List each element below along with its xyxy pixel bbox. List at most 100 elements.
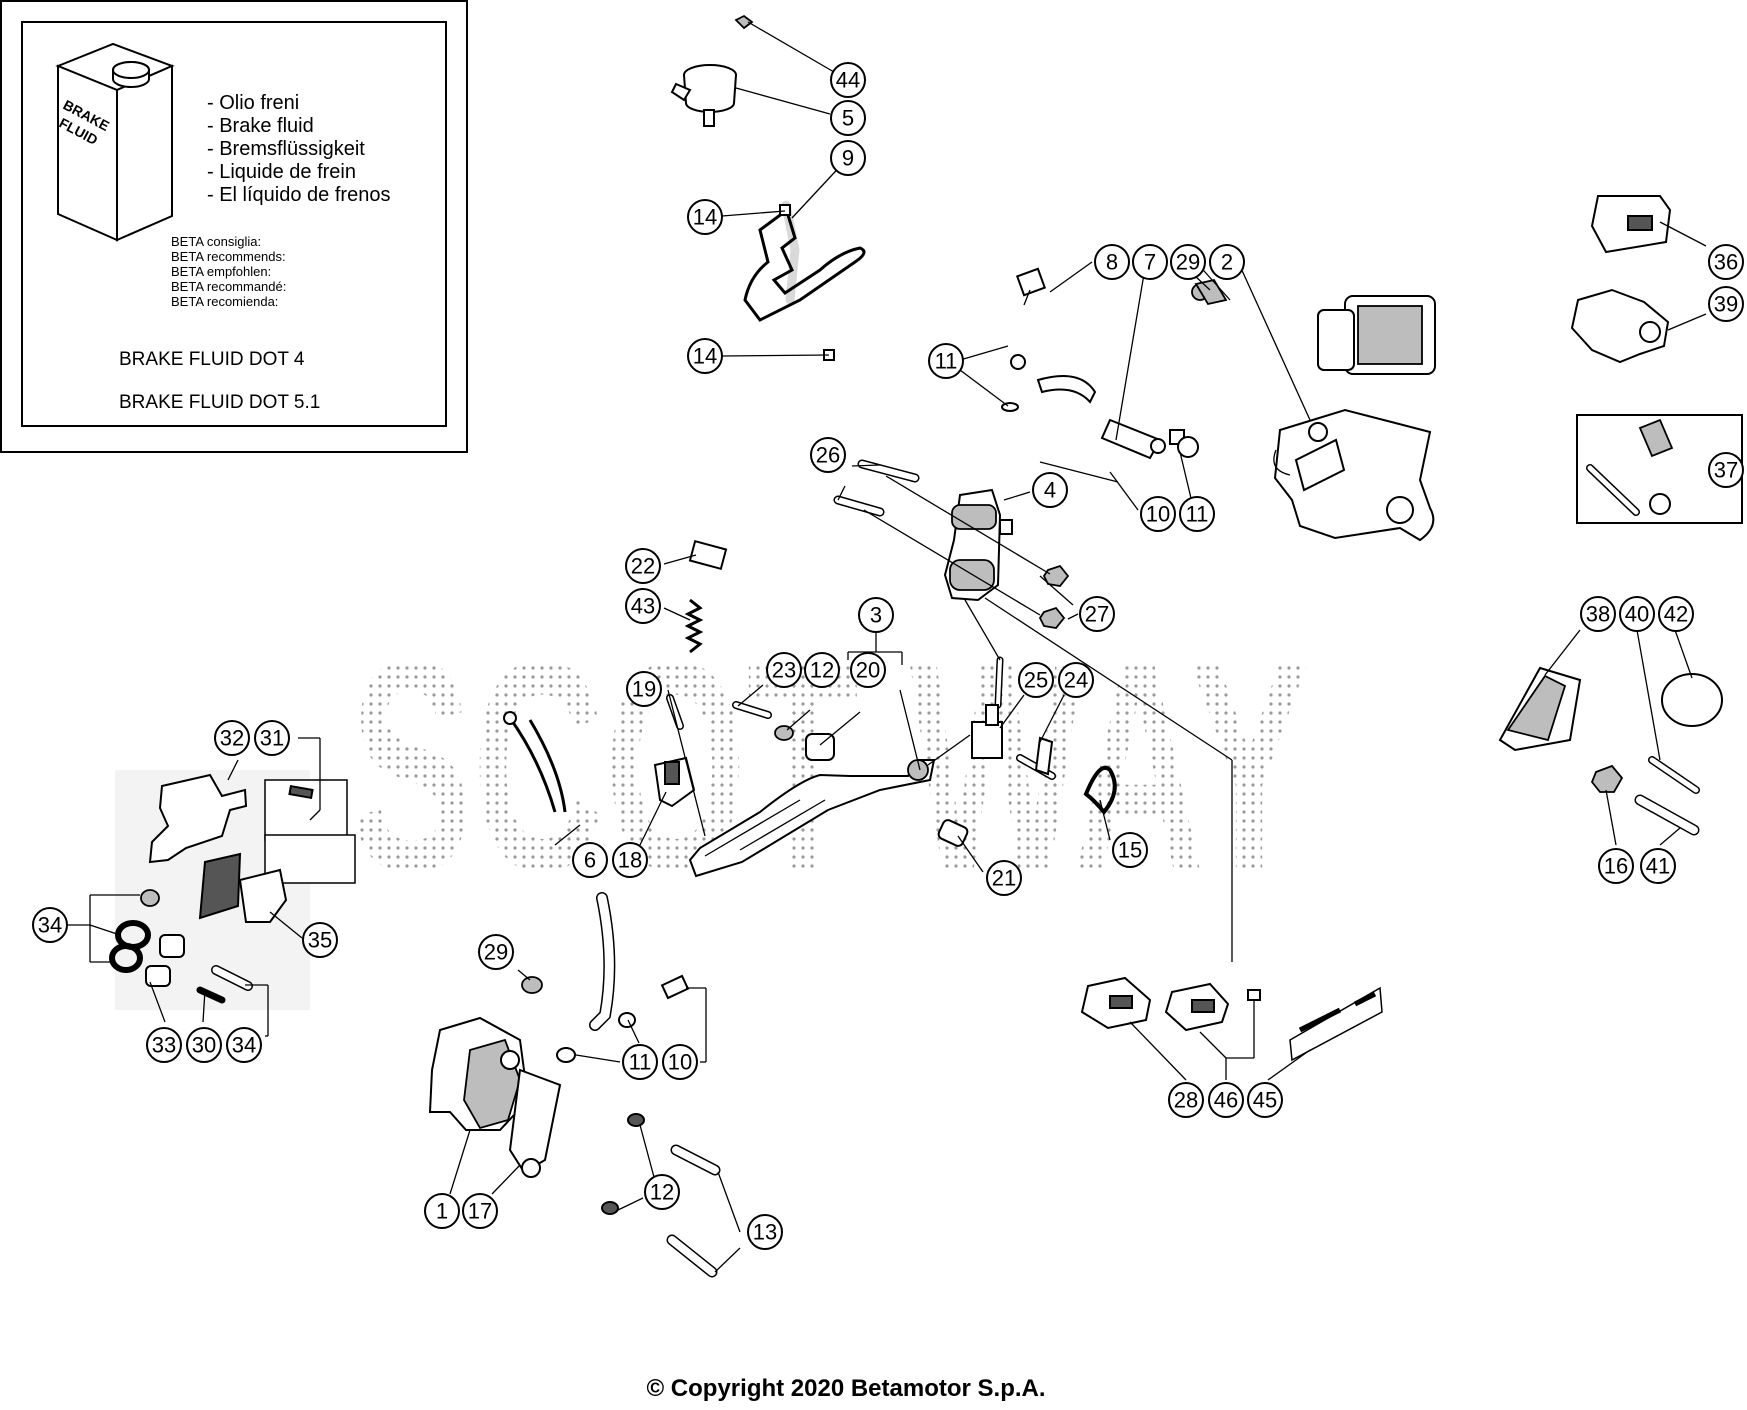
svg-text:37: 37	[1714, 458, 1738, 483]
pad-kit-left-part	[109, 770, 356, 1010]
callout-10-bottom: 10	[662, 1044, 698, 1080]
callout-24: 24	[1058, 662, 1094, 698]
svg-text:20: 20	[856, 658, 880, 683]
callout-32: 32	[214, 720, 250, 756]
callout-46: 46	[1208, 1082, 1244, 1118]
callout-18: 18	[612, 842, 648, 878]
reservoir-hose	[743, 207, 866, 322]
fluid-name-es: - El líquido de frenos	[207, 184, 390, 206]
recommends-en: BETA recommends:	[171, 249, 286, 264]
svg-text:22: 22	[631, 554, 655, 579]
svg-text:12: 12	[810, 658, 834, 683]
svg-text:21: 21	[992, 866, 1016, 891]
svg-text:31: 31	[260, 726, 284, 751]
recommends-de: BETA empfohlen:	[171, 264, 271, 279]
callout-39: 39	[1708, 286, 1744, 322]
callout-16: 16	[1598, 848, 1634, 884]
spring-6-part	[508, 717, 557, 813]
callout-10-top: 10	[1140, 496, 1176, 532]
svg-text:19: 19	[632, 677, 656, 702]
callout-8: 8	[1094, 244, 1130, 280]
svg-text:12: 12	[650, 1180, 674, 1205]
svg-text:8: 8	[1106, 250, 1118, 275]
svg-text:1: 1	[436, 1199, 448, 1224]
pad-kits-bottom-part	[1080, 976, 1383, 1062]
callout-23: 23	[766, 652, 802, 688]
brake-fluid-can-icon: BRAKE FLUID	[55, 42, 175, 242]
svg-text:44: 44	[836, 68, 860, 93]
svg-text:18: 18	[618, 848, 642, 873]
callout-38: 38	[1580, 596, 1616, 632]
recommends-it: BETA consiglia:	[171, 234, 261, 249]
watermark-text: SCOT WAY	[350, 598, 1310, 934]
callout-31: 31	[254, 720, 290, 756]
leader-lines	[67, 21, 1742, 1273]
svg-text:2: 2	[1221, 250, 1233, 275]
svg-text:41: 41	[1646, 854, 1670, 879]
rear-brake-hose-part	[1001, 267, 1199, 460]
reservoir-part	[670, 14, 754, 127]
callout-44: 44	[830, 62, 866, 98]
front-caliper-part	[428, 1016, 562, 1178]
svg-text:10: 10	[668, 1050, 692, 1075]
fluid-names-list: - Olio freni - Brake fluid - Bremsflüssi…	[207, 92, 390, 206]
svg-text:32: 32	[220, 726, 244, 751]
callout-1: 1	[424, 1193, 460, 1229]
callout-34-left: 34	[32, 907, 68, 943]
svg-text:4: 4	[1044, 478, 1056, 503]
callout-5: 5	[830, 100, 866, 136]
fluid-name-en: - Brake fluid	[207, 115, 314, 137]
callout-14-a: 14	[687, 199, 723, 235]
callout-36: 36	[1708, 244, 1744, 280]
caliper-pad-38-part	[1498, 666, 1582, 752]
svg-text:14: 14	[693, 344, 717, 369]
callout-11-bottom: 11	[622, 1044, 658, 1080]
svg-text:30: 30	[192, 1033, 216, 1058]
part-illustrations	[109, 14, 1743, 1278]
callout-15: 15	[1112, 832, 1148, 868]
callout-30: 30	[186, 1027, 222, 1063]
callout-37: 37	[1708, 452, 1744, 488]
callout-41: 41	[1640, 848, 1676, 884]
svg-text:42: 42	[1664, 602, 1688, 627]
watermark: SCOT WAY	[350, 598, 1310, 934]
callout-21: 21	[986, 860, 1022, 896]
fluid-dot4: BRAKE FLUID DOT 4	[119, 349, 305, 370]
svg-text:9: 9	[842, 146, 854, 171]
brake-pedal-part	[688, 759, 936, 878]
svg-text:36: 36	[1714, 250, 1738, 275]
svg-text:43: 43	[631, 594, 655, 619]
svg-text:13: 13	[753, 1220, 777, 1245]
svg-text:11: 11	[1186, 502, 1209, 527]
svg-text:25: 25	[1024, 668, 1048, 693]
svg-text:33: 33	[152, 1033, 176, 1058]
svg-text:38: 38	[1586, 602, 1610, 627]
fluid-name-it: - Olio freni	[207, 92, 299, 114]
callout-7: 7	[1132, 244, 1168, 280]
svg-text:45: 45	[1253, 1088, 1277, 1113]
callout-6: 6	[572, 842, 608, 878]
callouts: 44 5 9 14 14 8 7 29 2 11 26 4 10 11 22 4…	[32, 62, 1744, 1250]
svg-text:10: 10	[1146, 502, 1170, 527]
svg-text:40: 40	[1625, 602, 1649, 627]
svg-text:11: 11	[935, 349, 958, 374]
callout-13: 13	[747, 1214, 783, 1250]
callout-29-top: 29	[1170, 244, 1206, 280]
pushrod-part	[971, 656, 1004, 759]
callout-4: 4	[1032, 472, 1068, 508]
fluid-dot51: BRAKE FLUID DOT 5.1	[119, 392, 320, 413]
bleeder-part	[1194, 278, 1228, 306]
callout-14-b: 14	[687, 338, 723, 374]
svg-text:34: 34	[232, 1033, 256, 1058]
callout-9: 9	[830, 140, 866, 176]
svg-text:3: 3	[870, 603, 882, 628]
svg-text:29: 29	[484, 940, 508, 965]
svg-text:28: 28	[1174, 1088, 1198, 1113]
callout-42: 42	[1658, 596, 1694, 632]
callout-20: 20	[850, 652, 886, 688]
rear-caliper-part	[1191, 283, 1436, 542]
callout-43: 43	[625, 588, 661, 624]
master-cylinder-part	[943, 488, 1013, 602]
callout-3: 3	[858, 597, 894, 633]
